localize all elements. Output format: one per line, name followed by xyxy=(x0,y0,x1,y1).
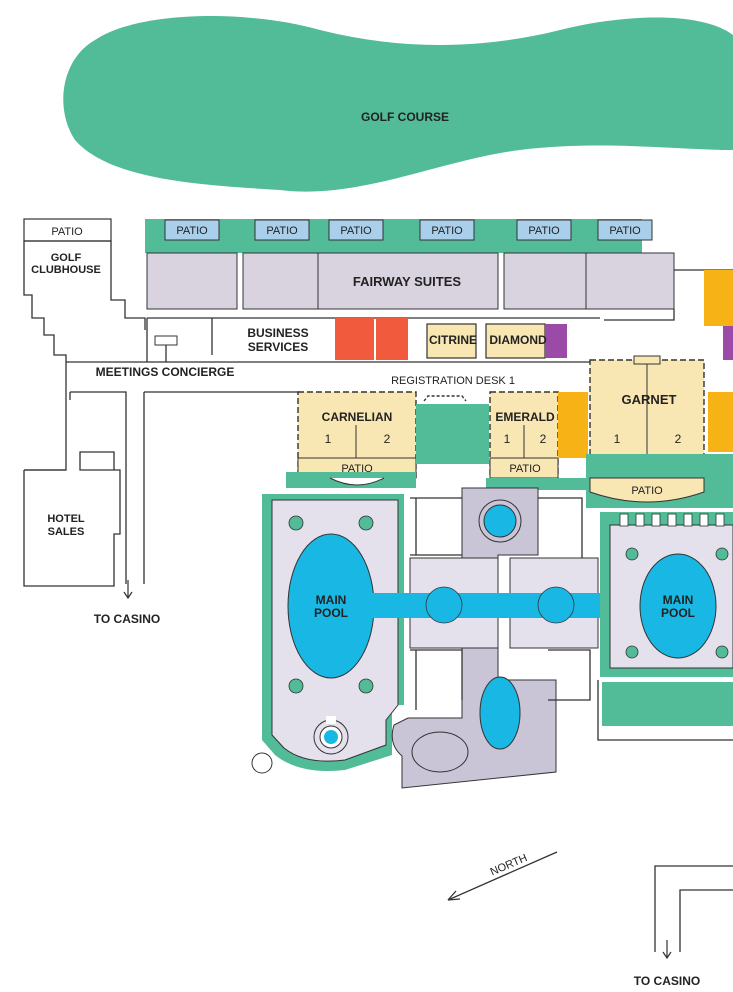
registration-desk[interactable] xyxy=(423,395,467,402)
left-pool-planters xyxy=(288,515,374,694)
to-casino-bottom-arrow[interactable] xyxy=(662,940,672,960)
golf-course-label: GOLF COURSE xyxy=(361,110,449,124)
garnet-label: GARNET xyxy=(622,392,677,407)
north-arrow: NORTH xyxy=(447,851,558,901)
garnet-patio-label: PATIO xyxy=(631,485,663,497)
right-lawn-bottom xyxy=(602,682,733,726)
citrine-room[interactable] xyxy=(426,323,477,359)
patio-row: PATIO PATIO PATIO PATIO PATIO PATIO xyxy=(164,219,653,241)
suite-patio-2[interactable] xyxy=(254,219,310,241)
suite-patio-label-1: PATIO xyxy=(176,225,208,237)
spa-oval[interactable] xyxy=(411,731,469,773)
red-room-2[interactable] xyxy=(376,318,408,360)
citrine-label: CITRINE xyxy=(429,333,477,347)
suite-patio-4[interactable] xyxy=(419,219,475,241)
lawn-center xyxy=(416,404,489,464)
purple-room-diamond[interactable] xyxy=(545,324,567,358)
golf-clubhouse-label-1: GOLF xyxy=(51,252,82,264)
left-pool-hot-tub[interactable] xyxy=(313,716,349,755)
to-casino-bottom-label: TO CASINO xyxy=(634,974,700,988)
suite-patio-5[interactable] xyxy=(516,219,572,241)
main-pool-right-label-1: MAIN xyxy=(663,593,694,607)
main-pool-left-label-1: MAIN xyxy=(316,593,347,607)
hotel-sales-outline[interactable] xyxy=(23,451,121,587)
registration-desk-label: REGISTRATION DESK 1 xyxy=(391,375,515,387)
to-casino-left-arrow[interactable] xyxy=(123,580,133,600)
clubhouse-patio-label: PATIO xyxy=(51,226,83,238)
main-pool-left-label-2: POOL xyxy=(314,606,348,620)
golf-course-area[interactable] xyxy=(63,16,733,192)
suite-patio-6[interactable] xyxy=(597,219,653,241)
emerald-label: EMERALD xyxy=(495,410,555,424)
carnelian-label: CARNELIAN xyxy=(322,410,393,424)
orange-room-emerald[interactable] xyxy=(558,392,588,458)
garnet-1-label: 1 xyxy=(614,432,621,446)
hotel-sales-label-2: SALES xyxy=(48,526,85,538)
orange-room-top-right[interactable] xyxy=(704,270,733,326)
right-pool-planters xyxy=(625,547,729,659)
emerald-patio-label: PATIO xyxy=(509,463,541,475)
concierge-desk[interactable] xyxy=(154,335,178,346)
diamond-room[interactable] xyxy=(485,323,546,359)
fairway-suites-label: FAIRWAY SUITES xyxy=(353,274,461,289)
garnet-2-label: 2 xyxy=(675,432,682,446)
suite-patio-label-4: PATIO xyxy=(431,225,463,237)
north-label: NORTH xyxy=(489,852,530,878)
carnelian-1-label: 1 xyxy=(325,432,332,446)
main-pool-right-label-2: POOL xyxy=(661,606,695,620)
suite-patio-label-2: PATIO xyxy=(266,225,298,237)
business-services-label-1: BUSINESS xyxy=(247,326,308,340)
to-casino-left-label: TO CASINO xyxy=(94,612,160,626)
pool-deck-circle[interactable] xyxy=(251,752,273,774)
emerald-1-label: 1 xyxy=(504,432,511,446)
diamond-label: DIAMOND xyxy=(489,333,547,347)
bottom-casino-path[interactable] xyxy=(654,865,733,952)
orange-room-garnet[interactable] xyxy=(708,392,733,452)
golf-clubhouse-outline[interactable] xyxy=(23,240,146,471)
suite-patio-label-5: PATIO xyxy=(528,225,560,237)
emerald-2-label: 2 xyxy=(540,432,547,446)
suite-patio-label-6: PATIO xyxy=(609,225,641,237)
right-pool-cabanas xyxy=(619,513,725,527)
golf-clubhouse-label-2: CLUBHOUSE xyxy=(31,264,101,276)
center-pool-oval[interactable] xyxy=(479,676,521,750)
red-room-1[interactable] xyxy=(335,318,374,360)
carnelian-room[interactable] xyxy=(298,392,416,478)
meetings-concierge-label: MEETINGS CONCIERGE xyxy=(96,365,235,379)
carnelian-2-label: 2 xyxy=(384,432,391,446)
main-pool-right[interactable] xyxy=(639,553,717,659)
suite-patio-3[interactable] xyxy=(328,219,384,241)
fairway-suites-block[interactable] xyxy=(146,252,675,310)
business-services-label-2: SERVICES xyxy=(248,340,308,354)
green-strip-emerald xyxy=(486,478,586,490)
suite-patio-label-3: PATIO xyxy=(340,225,372,237)
suite-patio-1[interactable] xyxy=(164,219,220,241)
garnet-patio[interactable] xyxy=(589,477,705,503)
purple-room-right[interactable] xyxy=(723,326,733,360)
pool-channel[interactable] xyxy=(370,593,640,618)
hotel-sales-label-1: HOTEL xyxy=(47,513,85,525)
